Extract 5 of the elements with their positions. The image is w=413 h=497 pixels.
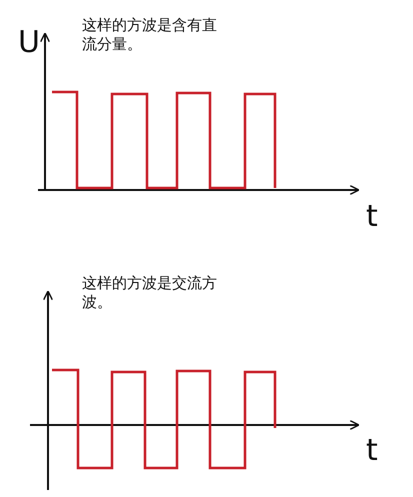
axis-label: U (18, 28, 40, 58)
axis-label: t (366, 202, 378, 232)
axis-label: t (366, 436, 378, 466)
annotation-text: 这样的方波是交流方波。 (82, 274, 218, 312)
annotation-text: 这样的方波是含有直流分量。 (82, 16, 218, 54)
